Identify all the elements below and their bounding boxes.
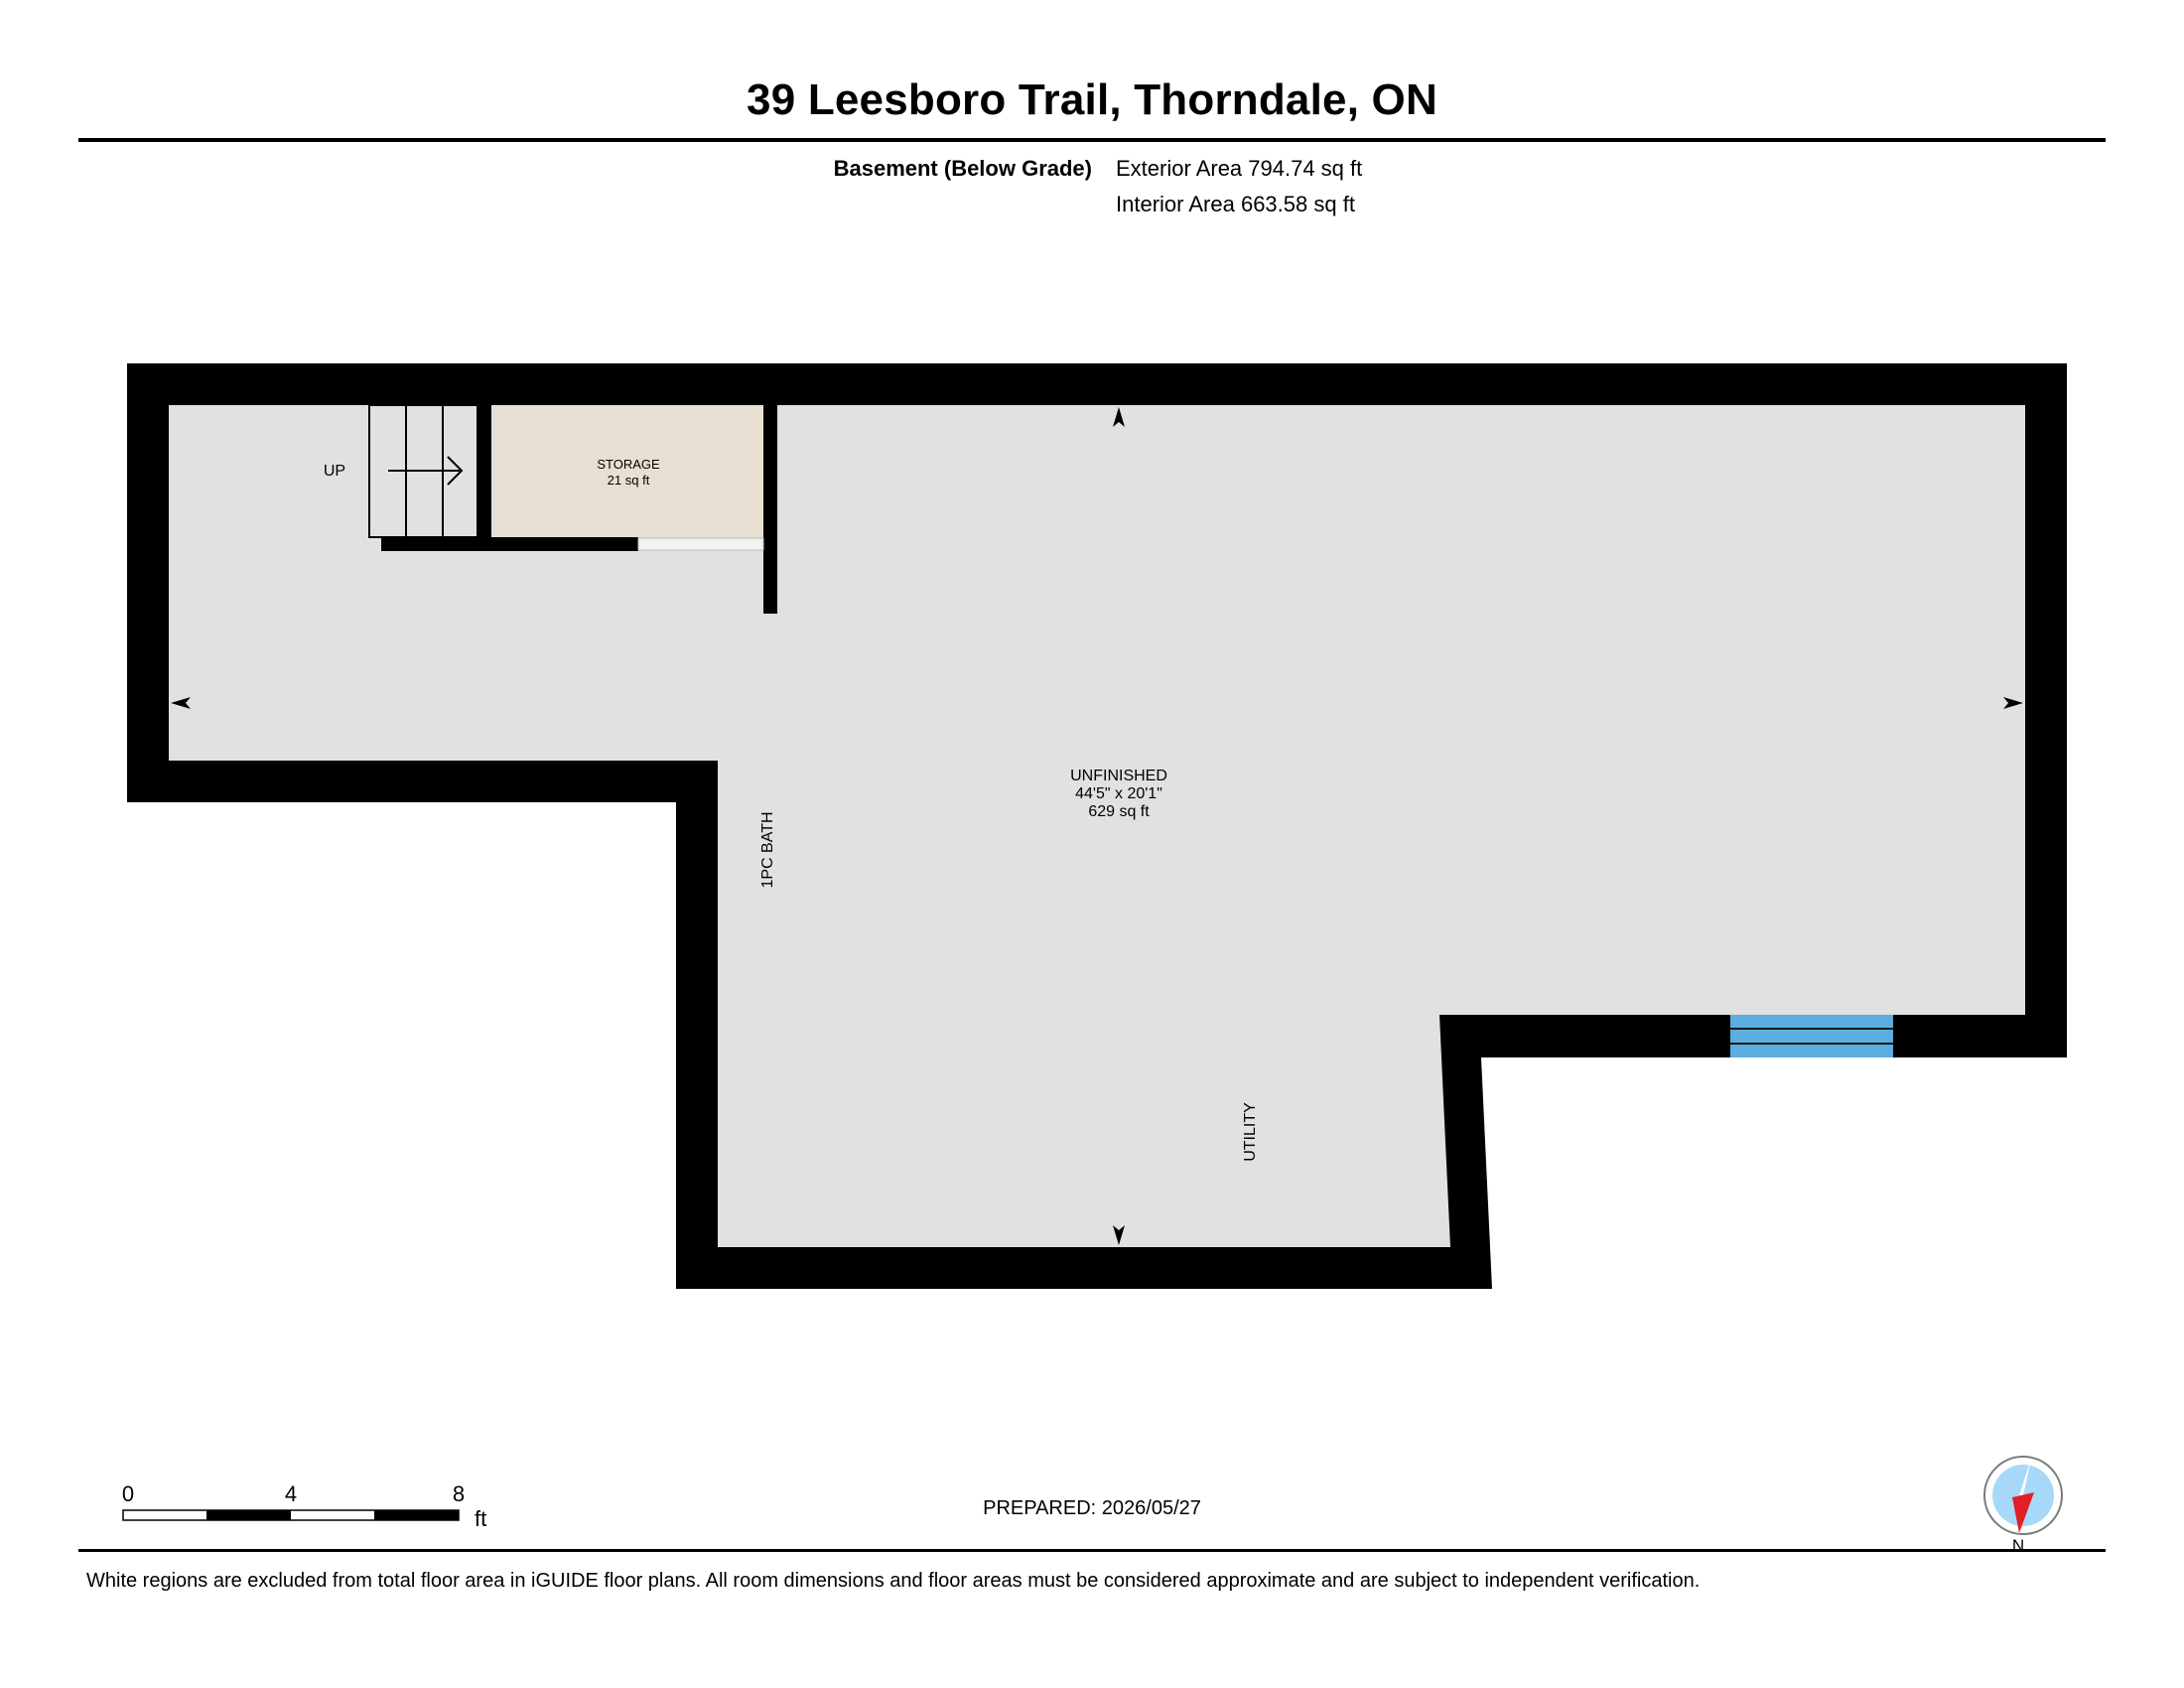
wall-storage-right (763, 405, 777, 614)
stair-up-label: UP (324, 463, 345, 480)
dimension-arrow-left-icon (171, 697, 191, 709)
wall-storage-bottom (381, 537, 638, 551)
bath-label: 1PC BATH (759, 811, 776, 888)
unfinished-room-dims: 44'5" x 20'1" (1075, 785, 1162, 802)
unfinished-room-area: 629 sq ft (1088, 803, 1150, 820)
interior-area: Interior Area 663.58 sq ft (1116, 192, 1355, 216)
scale-tick-0: 0 (122, 1481, 134, 1506)
scale-tick-8: 8 (453, 1481, 465, 1506)
dimension-arrow-top-icon (1113, 407, 1125, 427)
storage-room-floor (494, 405, 763, 537)
scale-unit: ft (475, 1506, 486, 1531)
level-name: Basement (Below Grade) (833, 156, 1092, 181)
floor-unfinished (169, 405, 2025, 1247)
scale-bar: 0 4 8 ft (122, 1481, 486, 1531)
storage-room-area: 21 sq ft (608, 473, 650, 488)
prepared-date: PREPARED: 2026/05/27 (983, 1497, 1201, 1519)
window (1730, 1015, 1893, 1057)
storage-doorway (637, 537, 764, 551)
disclaimer: White regions are excluded from total fl… (86, 1570, 1701, 1592)
footer-divider (78, 1549, 2106, 1552)
storage-room-name: STORAGE (597, 457, 660, 472)
stair-arrow-icon (388, 456, 464, 486)
header-divider (78, 138, 2106, 142)
unfinished-room-name: UNFINISHED (1070, 768, 1167, 784)
compass-icon: N (1983, 1456, 2063, 1555)
scale-tick-4: 4 (285, 1481, 297, 1506)
page-title: 39 Leesboro Trail, Thorndale, ON (747, 75, 1437, 124)
wall-storage-left (478, 405, 491, 539)
dimension-arrow-bottom-icon (1113, 1225, 1125, 1245)
exterior-area: Exterior Area 794.74 sq ft (1116, 156, 1363, 181)
utility-label: UTILITY (1242, 1102, 1259, 1162)
dimension-arrow-right-icon (2003, 697, 2023, 709)
compass-north-label: N (2012, 1536, 2024, 1555)
